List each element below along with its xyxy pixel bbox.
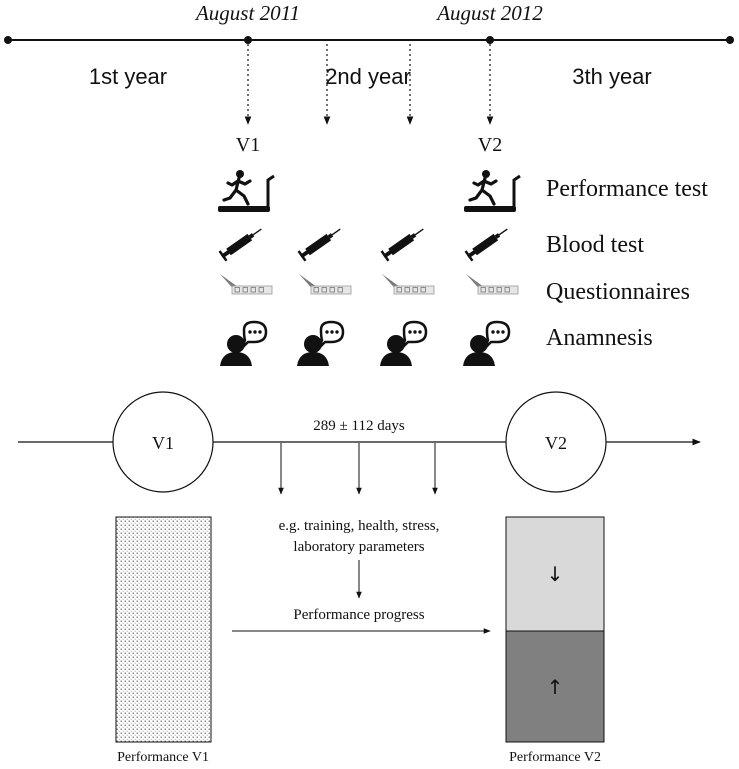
performance-v2-label: Performance V2 [509,750,601,765]
factors-line-1: e.g. training, health, stress, [279,518,440,534]
performance-v1-bar [115,516,212,743]
v2-circle [505,391,607,493]
period-label-3: 3th year [572,64,652,89]
period-label-2: 2nd year [325,64,411,89]
timeline-start-point [4,36,12,44]
syringe-icon [296,223,345,263]
treadmill-runner-icon [216,168,276,214]
visit-label-v2: V2 [478,134,502,156]
row-label-performance-test: Performance test [546,176,708,202]
period-label-1: 1st year [89,64,167,89]
row-label-questionnaires: Questionnaires [546,279,690,305]
syringe-icon [379,223,428,263]
date-label-2: August 2012 [435,1,543,25]
visit-label-v1: V1 [236,134,260,156]
performance-v1-label: Performance V1 [117,750,209,765]
v1-circle-label: V1 [152,433,174,453]
pen-checklist-icon [465,273,519,295]
v2-circle-label: V2 [545,433,567,453]
timeline-end-point [726,36,734,44]
timeline-point-august-2012 [486,36,494,44]
pen-checklist-icon [381,273,435,295]
v1-circle [112,391,214,493]
progress-label: Performance progress [293,607,424,623]
interval-label: 289 ± 112 days [313,418,405,434]
factors-line-2: laboratory parameters [293,539,424,555]
speaking-person-icon [218,320,268,368]
row-label-anamnesis: Anamnesis [546,325,653,351]
pen-checklist-icon [219,273,273,295]
speaking-person-icon [461,320,511,368]
up-arrow-icon: ↑ [547,675,564,699]
row-label-blood-test: Blood test [546,232,644,258]
timeline-point-august-2011 [244,36,252,44]
treadmill-runner-icon [462,168,522,214]
speaking-person-icon [378,320,428,368]
performance-v2-decrease-segment [505,516,605,632]
syringe-icon [217,223,266,263]
pen-checklist-icon [298,273,352,295]
speaking-person-icon [295,320,345,368]
syringe-icon [463,223,512,263]
performance-v2-increase-segment [505,630,605,743]
date-label-1: August 2011 [194,1,300,25]
down-arrow-icon: ↓ [547,562,564,586]
